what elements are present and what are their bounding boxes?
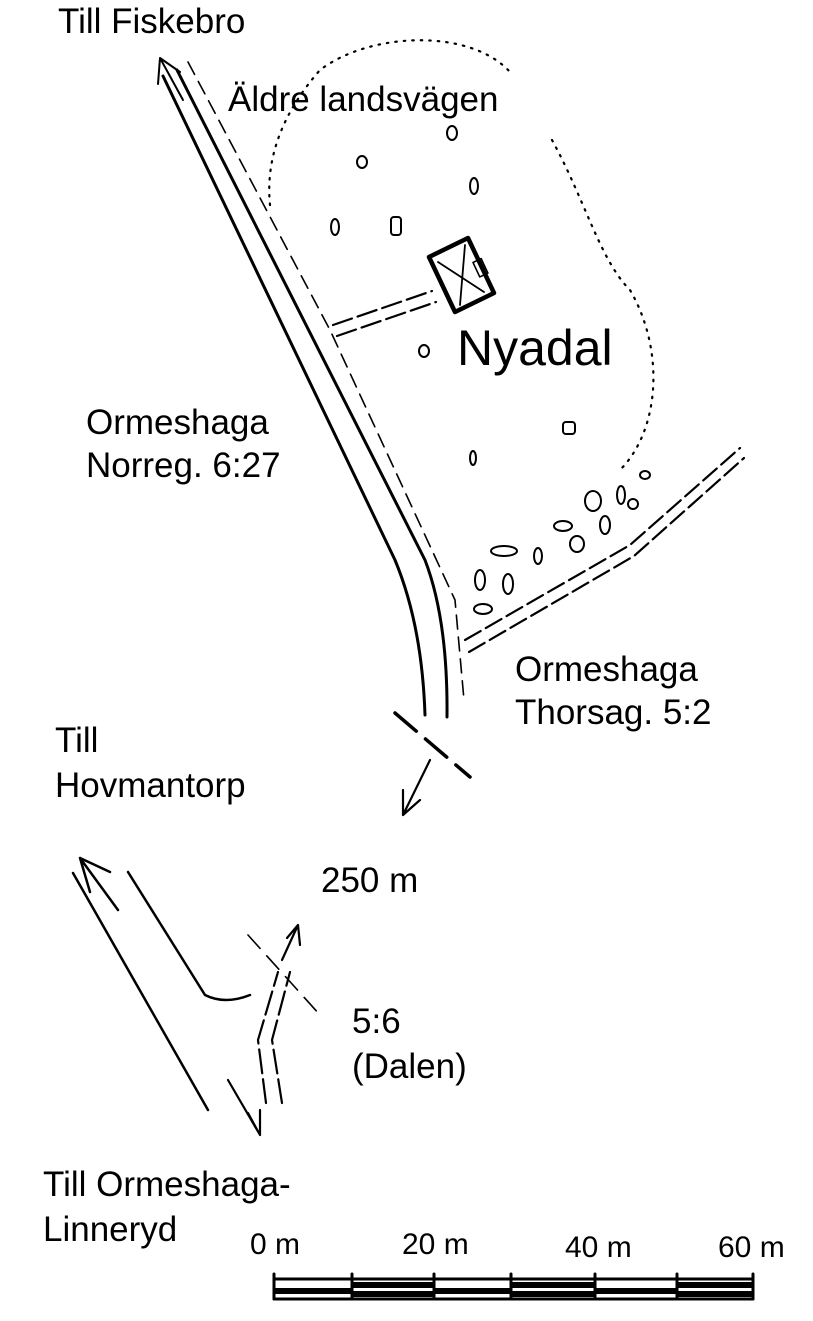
label-dalen: 5:6 (Dalen)	[352, 1004, 467, 1084]
label-hovmantorp: Till Hovmantorp	[55, 723, 246, 803]
house-nyadal-icon	[426, 235, 497, 315]
break-line-upper	[393, 711, 472, 779]
label-thorsag-line1: Ormeshaga	[515, 650, 698, 689]
lower-road-east	[126, 870, 252, 1002]
label-ormeshaga-linneryd: Till Ormeshaga- Linneryd	[43, 1167, 291, 1247]
label-norreg-line2: Norreg. 6:27	[86, 446, 281, 485]
label-nyadal: Nyadal	[457, 320, 613, 376]
driveway-upper	[331, 289, 434, 327]
label-thorsag-line2: Thorsag. 5:2	[515, 693, 712, 732]
label-norreg-line1: Ormeshaga	[86, 403, 269, 442]
scale-tick-40: 40 m	[565, 1231, 632, 1264]
label-thorsag: Ormeshaga Thorsag. 5:2	[515, 652, 712, 730]
label-dalen-line1: 5:6	[352, 1002, 401, 1041]
label-till-fiskebro: Till Fiskebro	[58, 2, 246, 41]
scale-tick-20: 20 m	[402, 1228, 469, 1261]
label-hovmantorp-line1: Till	[55, 721, 99, 760]
stones	[330, 125, 651, 615]
label-hovmantorp-line2: Hovmantorp	[55, 766, 246, 805]
driveway-lower	[335, 300, 438, 338]
arrow-to-hovmantorp	[78, 856, 120, 912]
arrow-to-ormeshaga-linneryd	[226, 1078, 262, 1137]
dalen-road-east	[270, 970, 292, 1105]
aldre-landsvagen-dotted	[268, 39, 512, 207]
arrow-to-fiskebro	[157, 57, 184, 101]
label-distance-250m: 250 m	[321, 861, 419, 900]
label-ormeshaga-linneryd-line2: Linneryd	[43, 1210, 178, 1249]
thorsag-road-upper	[463, 446, 742, 642]
label-dalen-line2: (Dalen)	[352, 1047, 467, 1086]
main-road-east-edge	[175, 68, 449, 719]
dalen-road-west	[256, 970, 280, 1105]
arrow-up-250m	[280, 923, 302, 962]
label-aldre-landsvagen: Äldre landsvägen	[228, 80, 499, 119]
main-road-west-edge	[161, 74, 427, 717]
plot-boundary-dotted	[550, 138, 655, 472]
label-ormeshaga-linneryd-line1: Till Ormeshaga-	[43, 1165, 291, 1204]
scale-bar	[272, 1272, 755, 1301]
thorsag-road-lower	[467, 456, 746, 654]
lower-road-west	[71, 871, 210, 1112]
main-road-dashed-edge	[187, 61, 465, 701]
break-line-lower	[247, 934, 321, 1016]
arrow-down-250m	[401, 758, 432, 817]
scale-tick-0: 0 m	[250, 1228, 301, 1261]
label-norreg: Ormeshaga Norreg. 6:27	[86, 405, 281, 483]
scale-tick-60: 60 m	[718, 1231, 785, 1264]
